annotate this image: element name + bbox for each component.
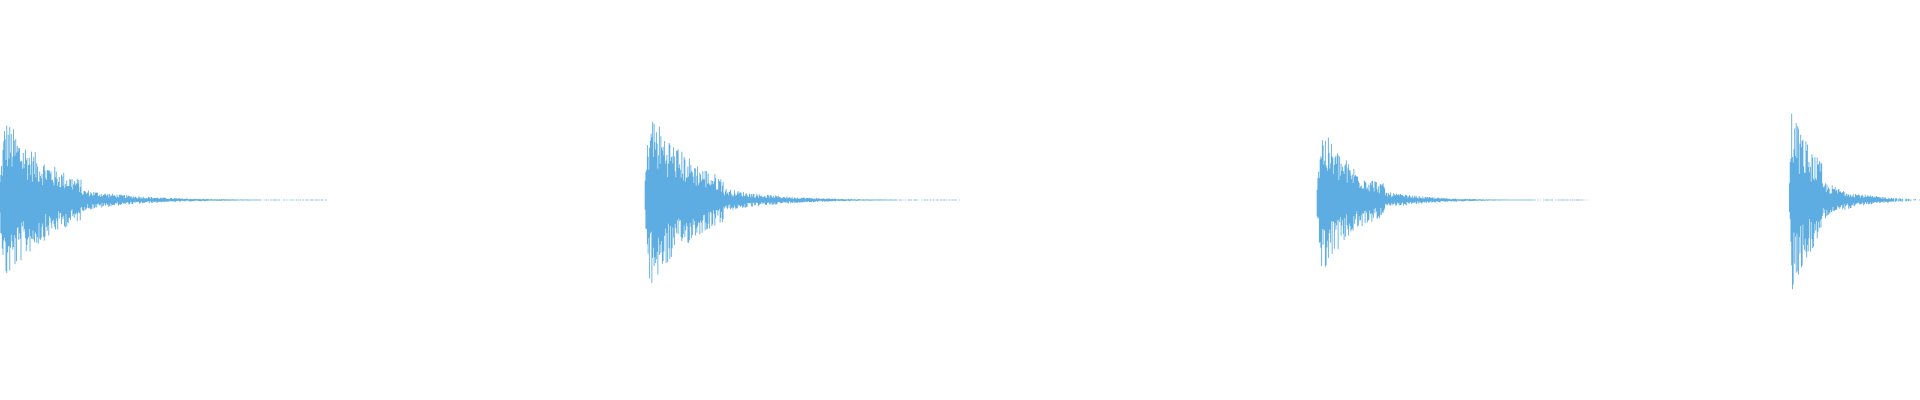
waveform-trace	[0, 113, 1920, 290]
